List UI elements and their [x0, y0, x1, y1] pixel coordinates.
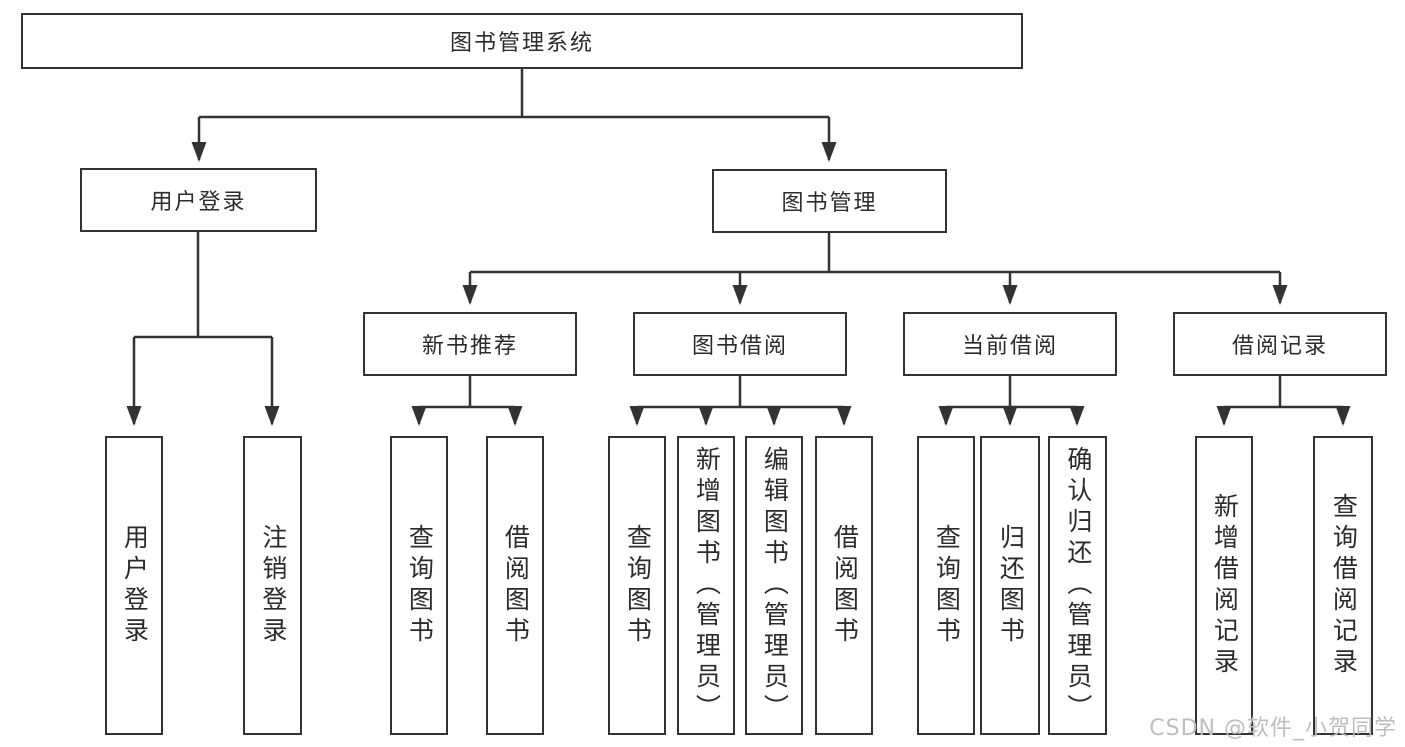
- leaf-user-login: 用户登录: [105, 436, 163, 735]
- leaf-edit-book-admin: 编辑图书（管理员）: [745, 436, 803, 735]
- leaf-return-book: 归还图书: [980, 436, 1040, 735]
- connector-book-borrow-children: [629, 376, 852, 426]
- leaf-query-book-3: 查询图书: [917, 436, 975, 735]
- leaf-add-borrow-record-label: 新增借阅记录: [1210, 492, 1240, 679]
- leaf-borrow-book-1: 借阅图书: [486, 436, 544, 735]
- node-user-login-label: 用户登录: [150, 190, 247, 215]
- connector-book-mgmt-to-level3: [462, 233, 1288, 305]
- node-root-label: 图书管理系统: [449, 31, 594, 56]
- leaf-query-borrow-record: 查询借阅记录: [1313, 436, 1373, 735]
- node-user-login: 用户登录: [80, 168, 317, 232]
- leaf-logout-label: 注销登录: [258, 523, 288, 648]
- connector-root-to-level2: [191, 69, 837, 162]
- connector-borrow-record-children: [1216, 376, 1351, 426]
- leaf-user-login-label: 用户登录: [120, 523, 150, 648]
- connector-user-login-children: [126, 232, 280, 426]
- leaf-query-book-1-label: 查询图书: [405, 523, 435, 648]
- leaf-logout: 注销登录: [243, 436, 302, 735]
- leaf-confirm-return-admin-label: 确认归还（管理员）: [1063, 446, 1093, 725]
- node-borrow-record-label: 借阅记录: [1231, 334, 1328, 359]
- node-current-borrow: 当前借阅: [903, 312, 1117, 376]
- connector-current-borrow-children: [938, 376, 1085, 426]
- leaf-confirm-return-admin: 确认归还（管理员）: [1048, 436, 1107, 735]
- leaf-edit-book-admin-label: 编辑图书（管理员）: [760, 446, 790, 725]
- node-new-book-recommend: 新书推荐: [363, 312, 577, 376]
- leaf-borrow-book-1-label: 借阅图书: [501, 523, 531, 648]
- connector-new-book-children: [411, 376, 523, 426]
- leaf-borrow-book-2-label: 借阅图书: [830, 523, 860, 648]
- leaf-add-book-admin-label: 新增图书（管理员）: [692, 446, 722, 725]
- node-current-borrow-label: 当前借阅: [961, 334, 1058, 359]
- leaf-query-book-1: 查询图书: [390, 436, 448, 735]
- leaf-return-book-label: 归还图书: [996, 523, 1026, 648]
- leaf-query-book-2-label: 查询图书: [623, 523, 653, 648]
- leaf-query-book-2: 查询图书: [608, 436, 666, 735]
- leaf-borrow-book-2: 借阅图书: [815, 436, 873, 735]
- leaf-query-borrow-record-label: 查询借阅记录: [1329, 492, 1359, 679]
- node-book-borrow: 图书借阅: [633, 312, 847, 376]
- node-new-book-recommend-label: 新书推荐: [421, 334, 518, 359]
- node-borrow-record: 借阅记录: [1173, 312, 1387, 376]
- leaf-query-book-3-label: 查询图书: [932, 523, 962, 648]
- node-book-borrow-label: 图书借阅: [691, 334, 788, 359]
- node-book-management: 图书管理: [712, 169, 947, 233]
- node-root: 图书管理系统: [21, 13, 1023, 69]
- node-book-management-label: 图书管理: [781, 191, 878, 216]
- leaf-add-borrow-record: 新增借阅记录: [1195, 436, 1253, 735]
- leaf-add-book-admin: 新增图书（管理员）: [677, 436, 735, 735]
